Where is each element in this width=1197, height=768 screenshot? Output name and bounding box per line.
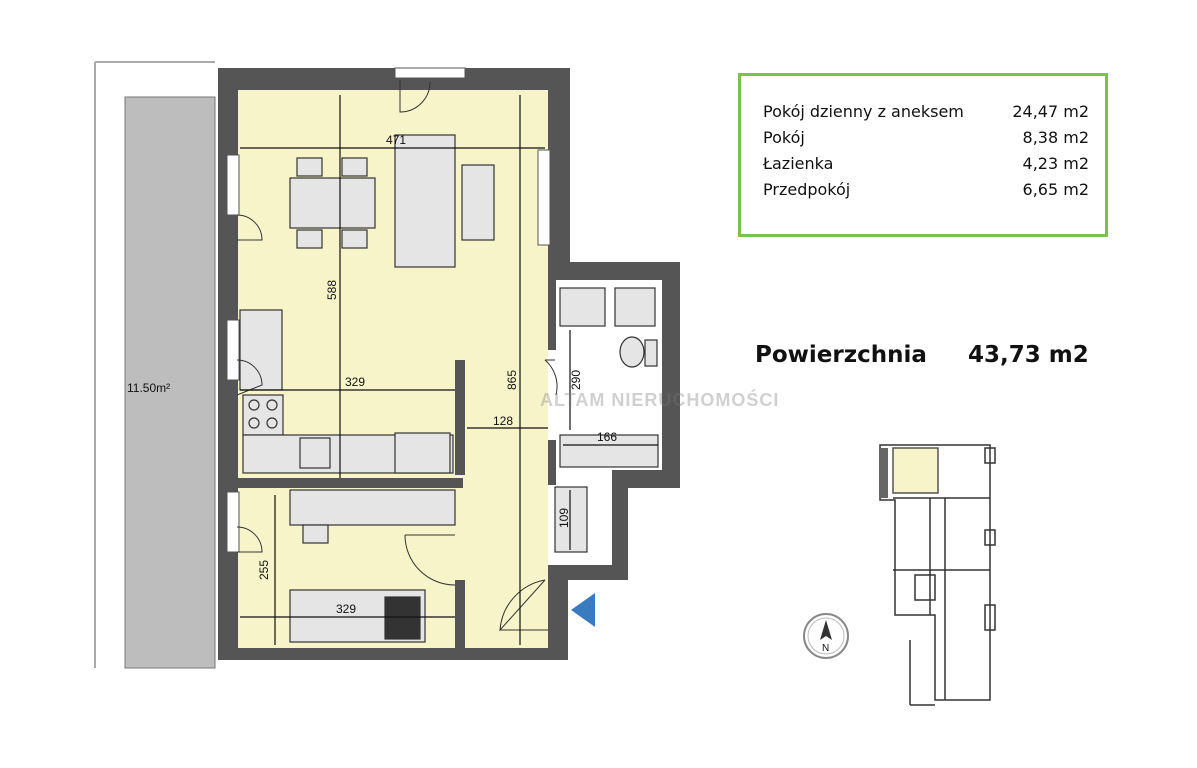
room-area-table: Pokój dzienny z aneksem 24,47 m2 Pokój 8…	[738, 73, 1108, 237]
dim-329-room: 329	[336, 602, 356, 616]
room-area: 8,38 m2	[1022, 128, 1089, 147]
total-area-value: 43,73 m2	[968, 342, 1089, 368]
doors	[236, 80, 558, 632]
dim-109: 109	[557, 508, 571, 528]
room-area: 4,23 m2	[1022, 154, 1089, 173]
room-name: Pokój	[763, 128, 805, 147]
key-plan	[879, 444, 996, 706]
dim-255: 255	[257, 560, 271, 580]
dim-471: 471	[386, 133, 406, 147]
dim-588: 588	[325, 280, 339, 300]
dim-290: 290	[569, 370, 583, 390]
dimension-lines	[240, 95, 658, 645]
room-area: 6,65 m2	[1022, 180, 1089, 199]
dim-166: 166	[597, 430, 617, 444]
entrance-arrow	[571, 593, 595, 627]
watermark-line2: NIERUCHOMOŚCI	[611, 390, 780, 410]
dim-128: 128	[493, 414, 513, 428]
furniture	[239, 134, 659, 643]
balcony: 11.50m²	[94, 61, 216, 669]
total-area-label: Powierzchnia	[755, 342, 927, 368]
walls	[218, 68, 680, 660]
room-name: Przedpokój	[763, 180, 851, 199]
compass-icon: N	[803, 613, 849, 659]
watermark: ALTAM NIERUCHOMOŚCI	[540, 390, 779, 411]
compass-letter: N	[822, 643, 829, 654]
room-area: 24,47 m2	[1012, 102, 1089, 121]
dim-329-living: 329	[345, 375, 365, 389]
balcony-area-label: 11.50m²	[127, 381, 170, 395]
watermark-line1: ALTAM	[540, 390, 606, 410]
room-name: Pokój dzienny z aneksem	[763, 102, 964, 121]
room-name: Łazienka	[763, 154, 834, 173]
windows	[226, 67, 551, 553]
dim-865: 865	[505, 370, 519, 390]
